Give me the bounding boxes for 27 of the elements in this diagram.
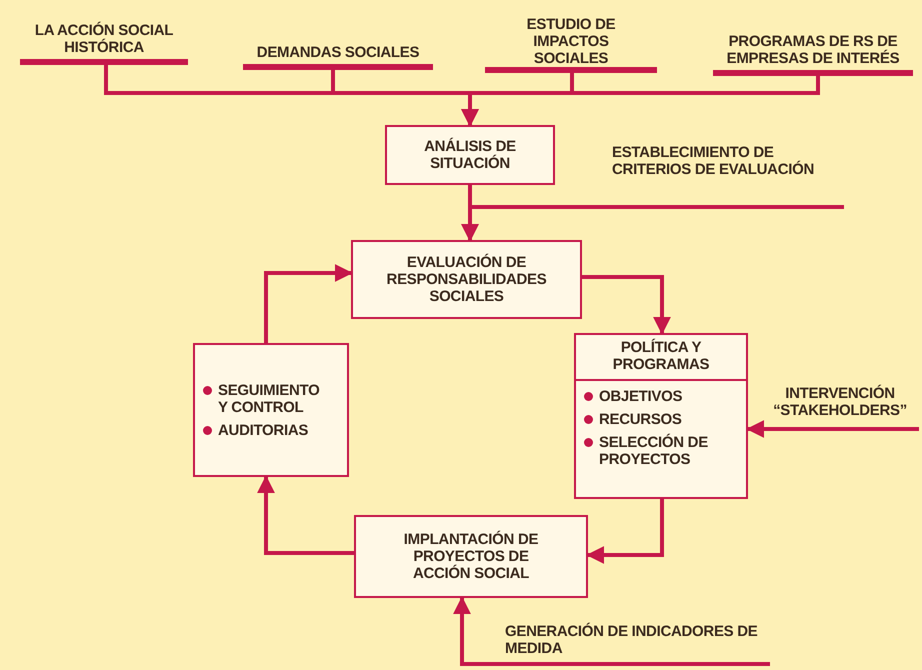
process-box: [193, 343, 349, 477]
node-text: DEMANDAS SOCIALES: [256, 44, 420, 61]
node-text: ANÁLISIS DE SITUACIÓN: [423, 138, 517, 172]
arrow: [582, 275, 671, 335]
list-item-text: SEGUIMIENTO Y CONTROL: [218, 382, 320, 416]
arrow: [746, 420, 919, 438]
list-item-text: OBJETIVOS: [599, 388, 682, 405]
node-text: ESTABLECIMIENTO DE CRITERIOS DE EVALUACIÓN: [612, 144, 816, 178]
list-item-text: RECURSOS: [599, 411, 682, 428]
node-text: IMPLANTACIÓN DE PROYECTOS DE ACCIÓN SOCIAL: [402, 531, 540, 582]
node-text: ESTUDIO DE IMPACTOS SOCIALES: [526, 16, 616, 67]
arrow: [257, 475, 354, 555]
process-box: [574, 333, 748, 499]
box-heading: POLÍTICA Y PROGRAMAS: [576, 335, 746, 381]
process-box: [351, 240, 582, 319]
arrow: [264, 264, 353, 343]
arrow: [453, 596, 770, 666]
node-text: EVALUACIÓN DE RESPONSABILIDADES SOCIALES: [386, 254, 548, 305]
node-text: LA ACCIÓN SOCIAL HISTÓRICA: [34, 22, 174, 56]
node-text: INTERVENCIÓN “STAKEHOLDERS”: [772, 384, 908, 418]
arrow: [586, 499, 664, 564]
list-item-text: AUDITORIAS: [218, 422, 308, 438]
node-text: PROGRAMAS DE RS DE EMPRESAS DE INTERÉS: [726, 33, 900, 67]
process-box: [354, 515, 588, 598]
list-item-text: SELECCIÓN DE PROYECTOS: [599, 434, 709, 468]
node-text: GENERACIÓN DE INDICADORES DE MEDIDA: [505, 623, 758, 657]
process-box: [385, 125, 555, 185]
